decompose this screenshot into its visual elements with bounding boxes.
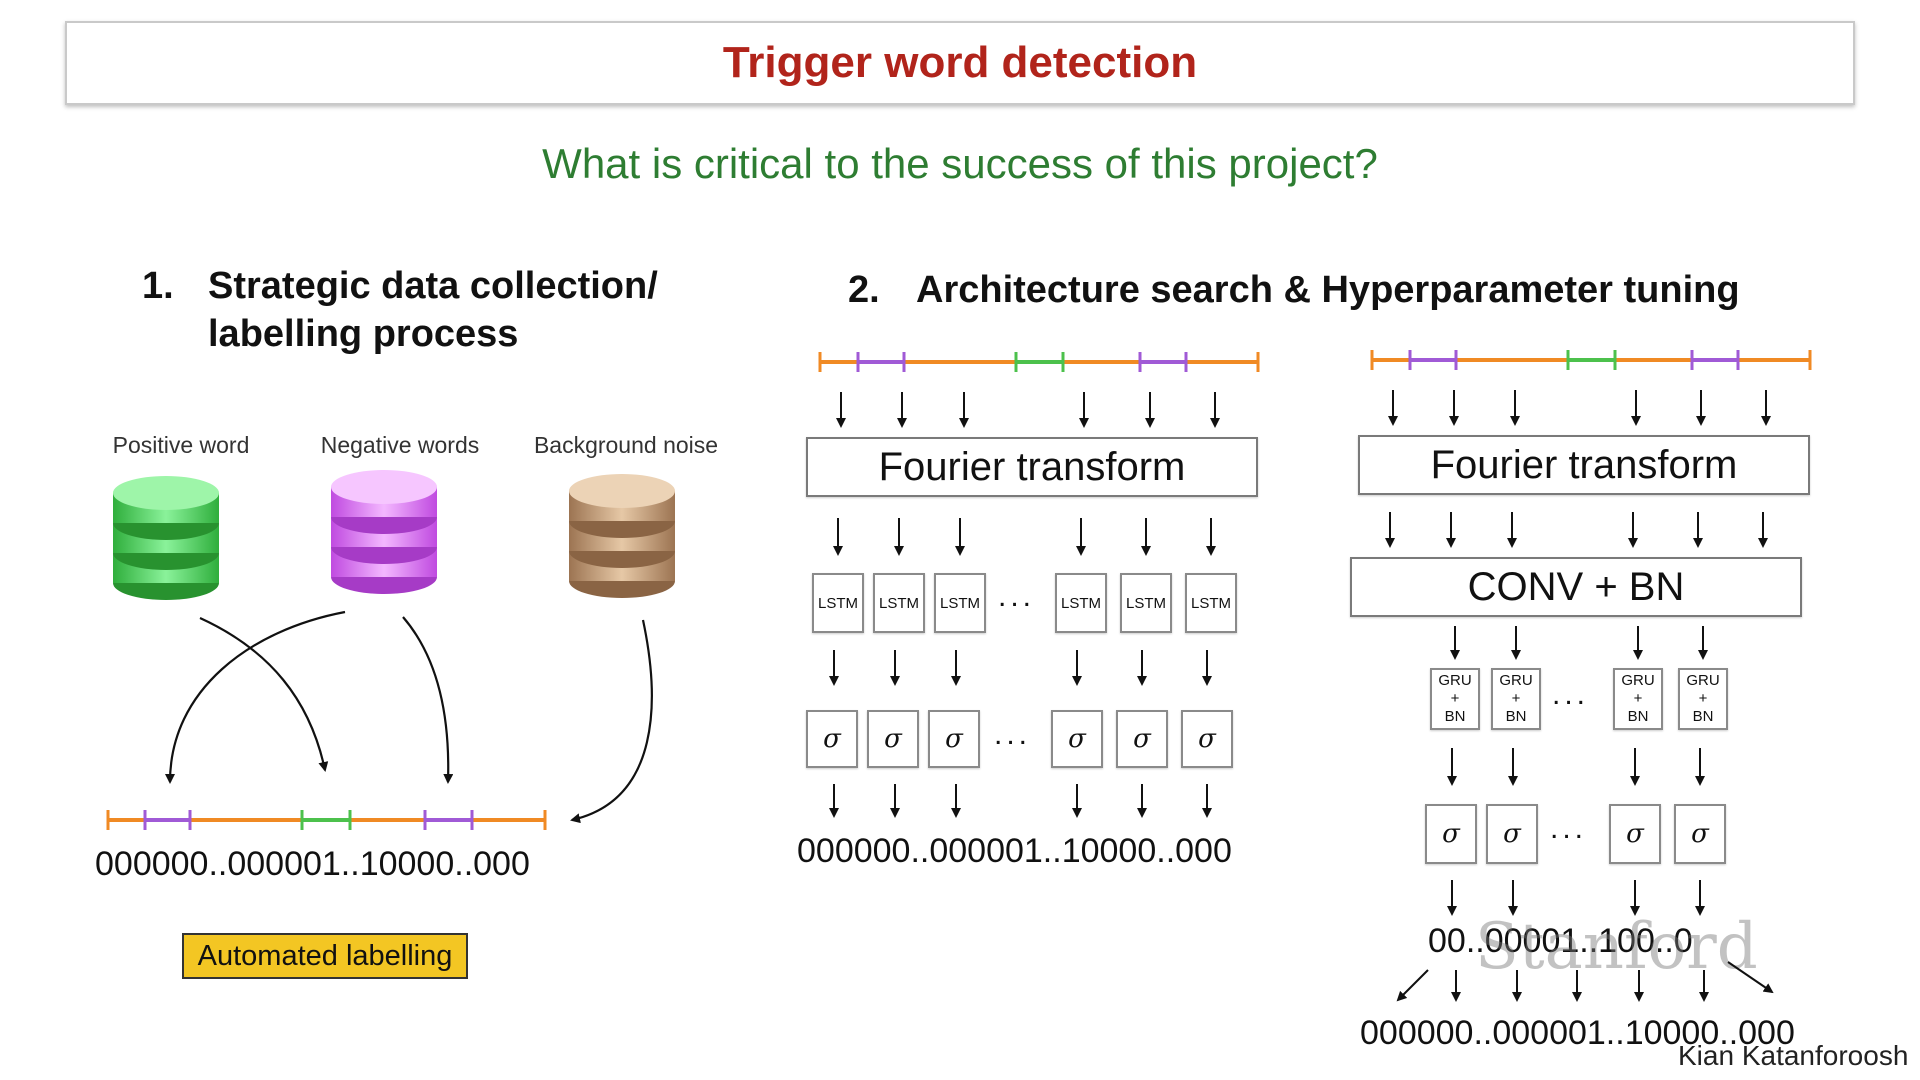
gru-line3: BN bbox=[1692, 708, 1714, 725]
model-a-sigma-dots: ... bbox=[994, 718, 1032, 751]
automated-labelling-badge: Automated labelling bbox=[182, 933, 468, 979]
lstm-cell-label: LSTM bbox=[939, 594, 980, 612]
model-b-fourier-label: Fourier transform bbox=[1430, 442, 1738, 487]
gru-bn-cell: GRU+BN bbox=[1613, 668, 1663, 730]
model-b-gru-dots: ... bbox=[1552, 678, 1590, 711]
model-b-intermediate-bits: 00..00001..100..0 bbox=[1428, 922, 1693, 960]
background-noise-database-icon bbox=[569, 474, 675, 598]
gru-line3: BN bbox=[1444, 708, 1466, 725]
model-a-lstm-dots: ... bbox=[998, 580, 1036, 613]
slide-title: Trigger word detection bbox=[722, 38, 1198, 87]
model-b-timeline bbox=[1370, 350, 1812, 370]
model-a-output-bits: 000000..000001..10000..000 bbox=[797, 832, 1232, 870]
lstm-cell-label: LSTM bbox=[817, 594, 858, 612]
section1-output-bits: 000000..000001..10000..000 bbox=[95, 845, 530, 883]
section1-timeline bbox=[106, 810, 547, 830]
sigma-cell: σ bbox=[1486, 804, 1538, 864]
gru-line2: + bbox=[1450, 690, 1460, 707]
section1-heading-line1: Strategic data collection/ bbox=[208, 265, 658, 307]
gru-line3: BN bbox=[1505, 708, 1527, 725]
gru-line1: GRU bbox=[1438, 672, 1472, 689]
model-a-fourier-box: Fourier transform bbox=[806, 437, 1258, 497]
gru-bn-cell: GRU+BN bbox=[1491, 668, 1541, 730]
lstm-cell: LSTM bbox=[1055, 573, 1107, 633]
negative-words-database-icon bbox=[331, 470, 437, 594]
positive-word-label: Positive word bbox=[112, 432, 250, 458]
negative-words-label: Negative words bbox=[320, 432, 480, 458]
sigma-symbol: σ bbox=[945, 724, 963, 754]
lstm-cell-label: LSTM bbox=[1190, 594, 1231, 612]
sigma-cell: σ bbox=[1051, 710, 1103, 768]
gru-line1: GRU bbox=[1686, 672, 1720, 689]
sigma-symbol: σ bbox=[1133, 724, 1151, 754]
model-a-fourier-label: Fourier transform bbox=[878, 444, 1186, 489]
gru-bn-cell: GRU+BN bbox=[1678, 668, 1728, 730]
sigma-symbol: σ bbox=[1626, 819, 1644, 849]
lstm-cell-label: LSTM bbox=[878, 594, 919, 612]
author-name: Kian Katanforoosh bbox=[1678, 1040, 1909, 1071]
section1-number: 1. bbox=[142, 265, 174, 307]
lstm-cell: LSTM bbox=[812, 573, 864, 633]
background-noise-label: Background noise bbox=[533, 432, 719, 458]
sigma-symbol: σ bbox=[1068, 724, 1086, 754]
gru-line2: + bbox=[1698, 690, 1708, 707]
sigma-symbol: σ bbox=[884, 724, 902, 754]
sigma-symbol: σ bbox=[1503, 819, 1521, 849]
gru-line2: + bbox=[1633, 690, 1643, 707]
model-a-timeline bbox=[818, 352, 1260, 372]
stanford-watermark: Stanford bbox=[1475, 910, 1758, 984]
sigma-symbol: σ bbox=[1442, 819, 1460, 849]
section1-flow-arrows bbox=[165, 610, 653, 824]
title-box: Trigger word detection bbox=[65, 21, 1855, 105]
sigma-cell: σ bbox=[1116, 710, 1168, 768]
gru-line2: + bbox=[1511, 690, 1521, 707]
gru-line1: GRU bbox=[1621, 672, 1655, 689]
model-b-sigma-dots: ... bbox=[1550, 812, 1588, 845]
conv-bn-box: CONV + BN bbox=[1350, 557, 1802, 617]
model-b-fourier-box: Fourier transform bbox=[1358, 435, 1810, 495]
lstm-cell-label: LSTM bbox=[1125, 594, 1166, 612]
gru-line3: BN bbox=[1627, 708, 1649, 725]
sigma-cell: σ bbox=[867, 710, 919, 768]
lstm-cell: LSTM bbox=[1120, 573, 1172, 633]
gru-bn-cell: GRU+BN bbox=[1430, 668, 1480, 730]
lstm-cell: LSTM bbox=[934, 573, 986, 633]
lstm-cell: LSTM bbox=[1185, 573, 1237, 633]
sigma-symbol: σ bbox=[823, 724, 841, 754]
lstm-cell-label: LSTM bbox=[1060, 594, 1101, 612]
positive-word-database-icon bbox=[113, 476, 219, 600]
lstm-cell: LSTM bbox=[873, 573, 925, 633]
model-b-output-bits: 000000..000001..10000..000 bbox=[1360, 1014, 1795, 1052]
sigma-cell: σ bbox=[806, 710, 858, 768]
section2-heading: Architecture search & Hyperparameter tun… bbox=[916, 269, 1740, 311]
sigma-cell: σ bbox=[928, 710, 980, 768]
slide-subtitle: What is critical to the success of this … bbox=[542, 140, 1378, 187]
sigma-cell: σ bbox=[1181, 710, 1233, 768]
conv-bn-label: CONV + BN bbox=[1467, 564, 1685, 609]
section2-number: 2. bbox=[848, 269, 880, 311]
sigma-symbol: σ bbox=[1691, 819, 1709, 849]
section1-heading-line2: labelling process bbox=[208, 313, 519, 355]
sigma-cell: σ bbox=[1609, 804, 1661, 864]
sigma-cell: σ bbox=[1425, 804, 1477, 864]
sigma-symbol: σ bbox=[1198, 724, 1216, 754]
gru-line1: GRU bbox=[1499, 672, 1533, 689]
sigma-cell: σ bbox=[1674, 804, 1726, 864]
